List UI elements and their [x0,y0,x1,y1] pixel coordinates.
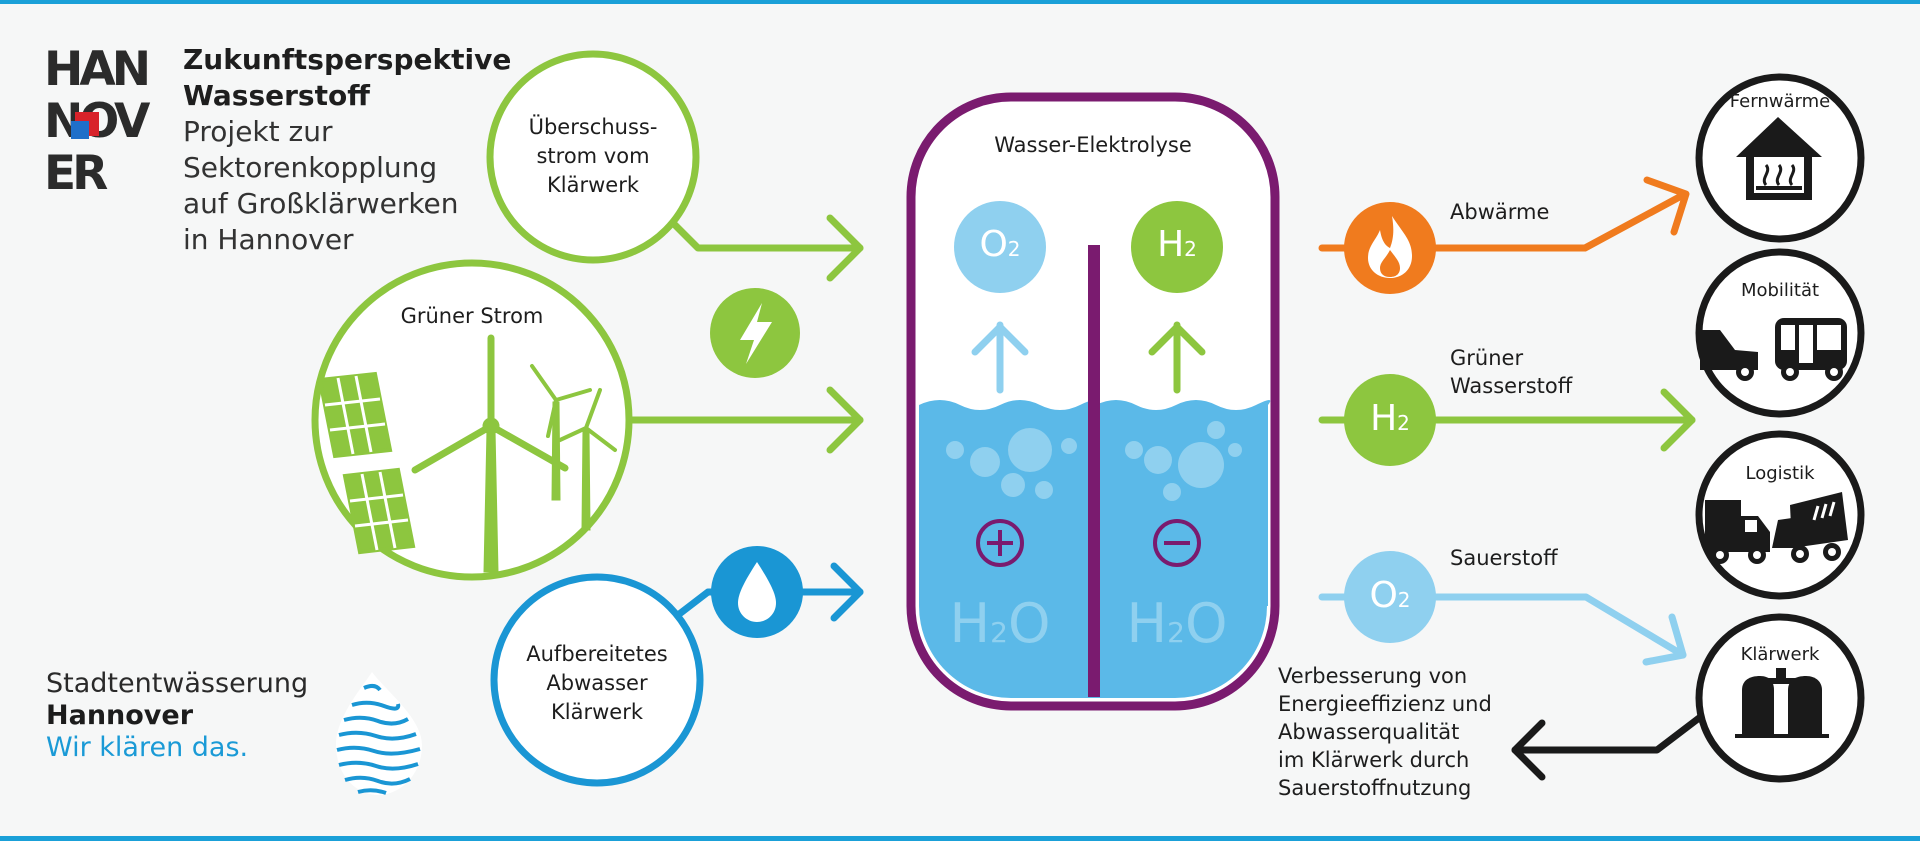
lightning-icon [710,288,800,378]
water-drop-logo [336,672,422,795]
top-border [0,0,1920,4]
surplus-power-arrow [671,214,864,282]
oxygen-gas-circle [954,201,1046,293]
footer-brand: Stadtentwässerung Hannover Wir klären da… [46,668,308,764]
green-hydrogen-label: Grüner Wasserstoff [1450,346,1573,398]
surplus-power-circle [486,50,700,264]
wastewater-arrow [674,562,864,622]
bubbles [946,421,1242,501]
oxygen-gas-label: O2 [979,224,1021,265]
hydrogen-output-symbol: H2 [1370,398,1410,439]
heading-sub-line2: Sektorenkopplung [183,151,438,184]
return-arrow [1511,711,1707,781]
heading-sub-line4: in Hannover [183,223,354,256]
logistics-label: Logistik [1745,463,1815,484]
heading-title-line2: Wasserstoff [183,79,370,112]
hydrogen-gas-label: H2 [1157,224,1197,265]
wind-turbine-icon [411,334,617,573]
solar-panel-icon [317,371,416,555]
oxygen-label: Sauerstoff [1450,546,1558,570]
house-heat-icon [1736,117,1822,200]
flame-icon [1344,202,1436,294]
water-left [919,400,1100,606]
wastewater-circle [490,573,704,787]
oxygen-output-circle [1344,551,1436,643]
oxygen-output-symbol: O2 [1369,575,1411,616]
mobility-label: Mobilität [1740,280,1820,301]
electrolysis-title: Wasser-Elektrolyse [994,133,1192,157]
wastewater-label: Aufbereitetes Abwasser Klärwerk [526,642,668,724]
green-power-label: Grüner Strom [400,304,544,328]
digester-icon [1735,668,1829,738]
minus-icon [1153,519,1201,567]
heading-sub-line3: auf Großklärwerken [183,187,459,220]
hydrogen-gas-circle [1131,201,1223,293]
oxygen-rise-arrow [971,321,1029,394]
logo-square-blue [71,121,89,139]
surplus-power-label: Überschuss- strom vom Klärwerk [528,115,658,197]
footer-line2: Hannover [46,700,194,731]
footer-line3: Wir klären das. [46,732,249,763]
green-power-arrow [626,386,864,454]
membrane [1088,245,1100,697]
plant-circle [1695,613,1865,783]
heat-label: Abwärme [1450,200,1550,224]
bottom-border [0,836,1920,841]
water-right [1096,400,1271,606]
footer-line1: Stadtentwässerung [46,668,309,699]
water-drop-icon [711,546,803,638]
plus-icon [976,519,1024,567]
water-right-label: H2O [1126,592,1228,655]
truck-icon [1705,492,1848,564]
plant-label: Klärwerk [1740,644,1820,665]
heading-title-line1: Zukunftsperspektive [183,43,512,76]
logistics-circle [1695,430,1865,600]
oxygen-benefit-note: Verbesserung von Energieeffizienz und Ab… [1278,664,1492,800]
heading-sub-line1: Projekt zur [183,115,333,148]
car-bus-icon [1700,318,1847,381]
hydrogen-rise-arrow [1148,321,1206,394]
water-left-label: H2O [949,592,1051,655]
district-heating-label: Fernwärme [1729,91,1831,112]
hydrogen-output-circle [1344,374,1436,466]
hannover-logo: HAN NOV ER [44,42,151,201]
page-heading: Zukunftsperspektive Wasserstoff Projekt … [183,42,511,258]
